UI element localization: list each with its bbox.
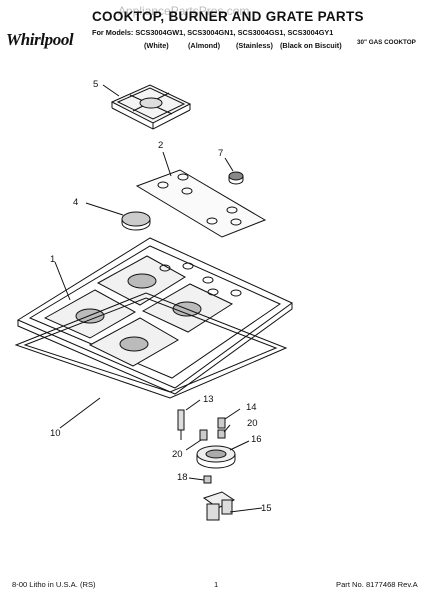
orifice [203, 475, 212, 484]
finish-almond: (Almond) [188, 41, 221, 50]
callout-1: 1 [50, 254, 56, 265]
callout-20-right: 20 [247, 418, 258, 429]
page-number: 1 [214, 580, 219, 589]
callout-15: 15 [261, 503, 272, 514]
finish-white: (White) [144, 41, 169, 50]
knob-plug [228, 171, 244, 185]
callout-5: 5 [93, 79, 99, 90]
watermark: AppliancePartsPros.com [118, 4, 250, 18]
callout-18: 18 [177, 472, 188, 483]
burner-cap [121, 211, 151, 231]
callout-7: 7 [218, 148, 224, 159]
callout-14: 14 [246, 402, 257, 413]
burner-grate [110, 84, 192, 130]
litho-note: 8-00 Litho in U.S.A. (RS) [12, 580, 96, 589]
page-title: COOKTOP, BURNER AND GRATE PARTS [92, 9, 364, 24]
model-list: For Models: SCS3004GW1, SCS3004GN1, SCS3… [92, 28, 334, 37]
burner-housing [202, 491, 235, 521]
callout-20-left: 20 [172, 449, 183, 460]
screw-20-left [199, 429, 208, 441]
finish-stainless: (Stainless) [236, 41, 273, 50]
cooktop-panel [16, 237, 293, 395]
product-label: 30" GAS COOKTOP [357, 39, 416, 46]
callout-13: 13 [203, 394, 214, 405]
whirlpool-logo: Whirlpool [6, 30, 74, 49]
screw-14 [217, 417, 226, 429]
callout-4: 4 [73, 197, 79, 208]
callout-10: 10 [50, 428, 61, 439]
spark-electrode [177, 409, 185, 440]
callout-2: 2 [158, 140, 164, 151]
cooktop-frame-seal [14, 292, 288, 399]
cooktop-gasket [135, 169, 267, 238]
callout-16: 16 [251, 434, 262, 445]
screw-20-right [217, 429, 226, 439]
finish-black-on-biscuit: (Black on Biscuit) [280, 41, 342, 50]
part-number: Part No. 8177468 Rev.A [336, 580, 418, 589]
burner-base [196, 445, 236, 469]
